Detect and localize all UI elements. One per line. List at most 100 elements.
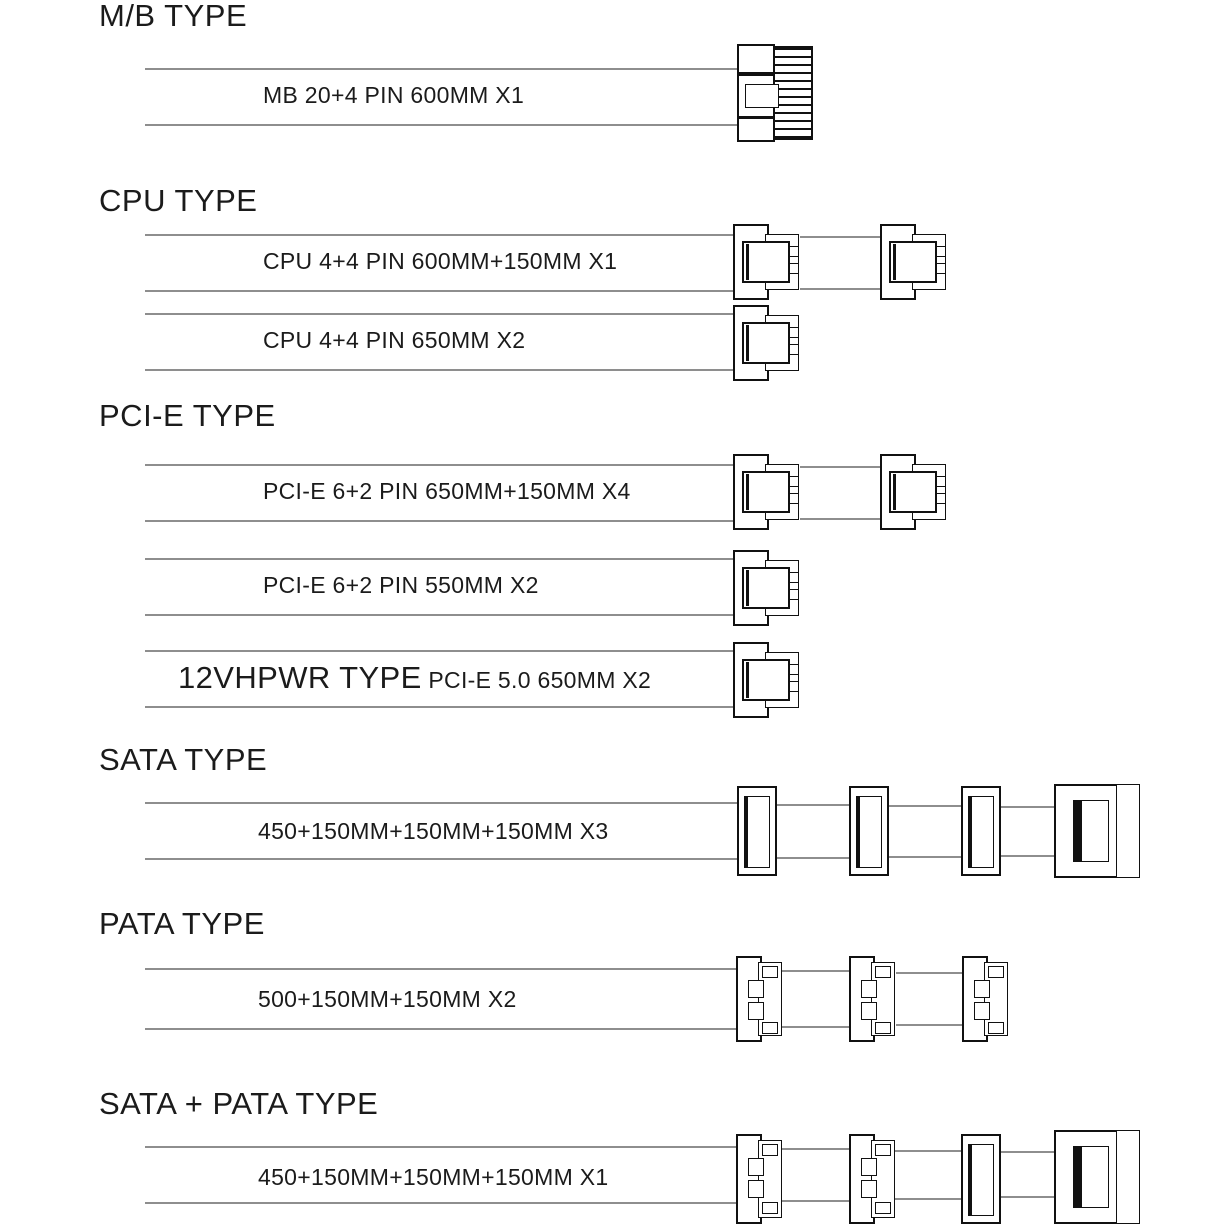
- cable-line-seg1-top: [775, 804, 853, 806]
- pata-pin-bottom: [762, 1202, 778, 1214]
- cpu-pin-a: [789, 327, 799, 338]
- cpu-pin-b: [789, 344, 799, 355]
- cable-line-bottom: [145, 706, 735, 708]
- sata-end-stripe: [1073, 1146, 1082, 1208]
- pata-pin-top: [762, 966, 778, 978]
- cable-line-seg3-top: [1000, 806, 1058, 808]
- cable-line-bottom: [145, 1202, 745, 1204]
- cable-line-bottom: [145, 520, 735, 522]
- cpu-housing: [889, 241, 937, 283]
- pata-pin-left: [748, 1158, 764, 1176]
- cable-line-bottom: [145, 124, 745, 126]
- cable-line-seg3-bottom: [1000, 855, 1058, 857]
- sata-end-stripe: [1073, 800, 1082, 862]
- pata-flange: [849, 956, 875, 1042]
- pata-pin-left-lower: [974, 1002, 990, 1020]
- pcie-edge-stripe: [746, 570, 749, 606]
- pata-pin-left: [974, 980, 990, 998]
- label-12vhpwr-type: 12VHPWR TYPE: [178, 660, 422, 695]
- cable-label-cpu-1: CPU 4+4 PIN 600MM+150MM X1: [263, 248, 618, 274]
- cable-line-bottom: [145, 290, 735, 292]
- cpu-pin-a: [936, 246, 946, 257]
- pcie-pin-a: [936, 476, 946, 487]
- section-title-mb: M/B TYPE: [99, 0, 248, 33]
- cable-line-jumper-bottom: [800, 518, 880, 520]
- cable-line-seg1-top: [780, 1148, 854, 1150]
- pcie-housing: [742, 471, 790, 513]
- cpu-pin-b: [936, 263, 946, 274]
- cable-line-bottom: [145, 614, 735, 616]
- cable-line-seg2-bottom: [896, 1024, 966, 1026]
- pata-pin-left: [861, 1158, 877, 1176]
- sata-inner: [968, 796, 994, 868]
- cable-line-bottom: [145, 369, 735, 371]
- pata-pin-top: [762, 1144, 778, 1156]
- mb-divider-lower: [737, 116, 775, 119]
- pata-flange: [736, 956, 762, 1042]
- mb-latch: [745, 84, 779, 108]
- cable-line-top: [145, 1146, 745, 1148]
- pcie-pin-b: [936, 493, 946, 504]
- sata-stripe: [744, 796, 748, 868]
- pata-pin-top: [875, 966, 891, 978]
- pcie-pin-a: [789, 572, 799, 583]
- cable-line-bottom: [145, 858, 745, 860]
- pata-pin-left-lower: [748, 1180, 764, 1198]
- label-12vhpwr-spec: PCI-E 5.0 650MM X2: [428, 667, 652, 693]
- cable-line-seg1-bottom: [778, 1026, 854, 1028]
- pcie-pin-b: [789, 681, 799, 692]
- cable-line-seg2-top: [894, 1150, 964, 1152]
- pcie-edge-stripe: [746, 474, 749, 510]
- pata-pin-left: [748, 980, 764, 998]
- cable-label-sata-pata-1: 450+150MM+150MM+150MM X1: [258, 1164, 609, 1190]
- mb-divider-upper: [737, 72, 775, 76]
- cpu-housing: [742, 241, 790, 283]
- cable-line-top: [145, 313, 735, 315]
- pata-pin-top: [988, 966, 1004, 978]
- cable-line-jumper-top: [800, 236, 880, 238]
- pcie-housing: [889, 471, 937, 513]
- cable-line-top: [145, 802, 745, 804]
- sata-stripe: [856, 796, 860, 868]
- cpu-pin-a: [789, 246, 799, 257]
- pcie-pin-b: [789, 589, 799, 600]
- pata-pin-left-lower: [748, 1002, 764, 1020]
- cable-line-jumper-bottom: [800, 288, 880, 290]
- pcie-pin-b: [789, 493, 799, 504]
- pata-pin-bottom: [875, 1022, 891, 1034]
- section-title-cpu: CPU TYPE: [99, 183, 258, 218]
- section-title-sata: SATA TYPE: [99, 742, 268, 777]
- cable-label-mb-1: MB 20+4 PIN 600MM X1: [263, 82, 525, 108]
- section-title-pata: PATA TYPE: [99, 906, 265, 941]
- cable-label-sata-1: 450+150MM+150MM+150MM X3: [258, 818, 609, 844]
- pata-pin-left: [861, 980, 877, 998]
- cable-label-pcie-1: PCI-E 6+2 PIN 650MM+150MM X4: [263, 478, 631, 504]
- cable-line-top: [145, 968, 745, 970]
- sata-inner: [856, 796, 882, 868]
- cable-line-seg2-top: [888, 805, 964, 807]
- cable-line-seg2-bottom: [888, 856, 964, 858]
- pcie-pin-a: [789, 664, 799, 675]
- cable-line-bottom: [145, 1028, 745, 1030]
- pcie-edge-stripe: [893, 474, 896, 510]
- sata-end-cap: [1116, 1130, 1140, 1224]
- cpu-pin-b: [789, 263, 799, 274]
- cable-line-seg1-bottom: [780, 1200, 854, 1202]
- cpu-edge-stripe: [893, 244, 896, 280]
- cpu-edge-stripe: [746, 325, 749, 361]
- cable-line-jumper-top: [800, 466, 880, 468]
- sata-end-cap: [1116, 784, 1140, 878]
- cable-label-cpu-2: CPU 4+4 PIN 650MM X2: [263, 327, 526, 353]
- pata-pin-bottom: [762, 1022, 778, 1034]
- section-title-pcie: PCI-E TYPE: [99, 398, 276, 433]
- cpu-edge-stripe: [746, 244, 749, 280]
- cable-line-top: [145, 464, 735, 466]
- cable-line-top: [145, 234, 735, 236]
- cable-line-seg3-bottom: [1000, 1196, 1058, 1198]
- pata-pin-bottom: [875, 1202, 891, 1214]
- cable-line-seg2-bottom: [894, 1198, 964, 1200]
- pata-pin-bottom: [988, 1022, 1004, 1034]
- cable-line-seg3-top: [1000, 1151, 1058, 1153]
- cable-label-pata-1: 500+150MM+150MM X2: [258, 986, 517, 1012]
- pcie-housing: [742, 567, 790, 609]
